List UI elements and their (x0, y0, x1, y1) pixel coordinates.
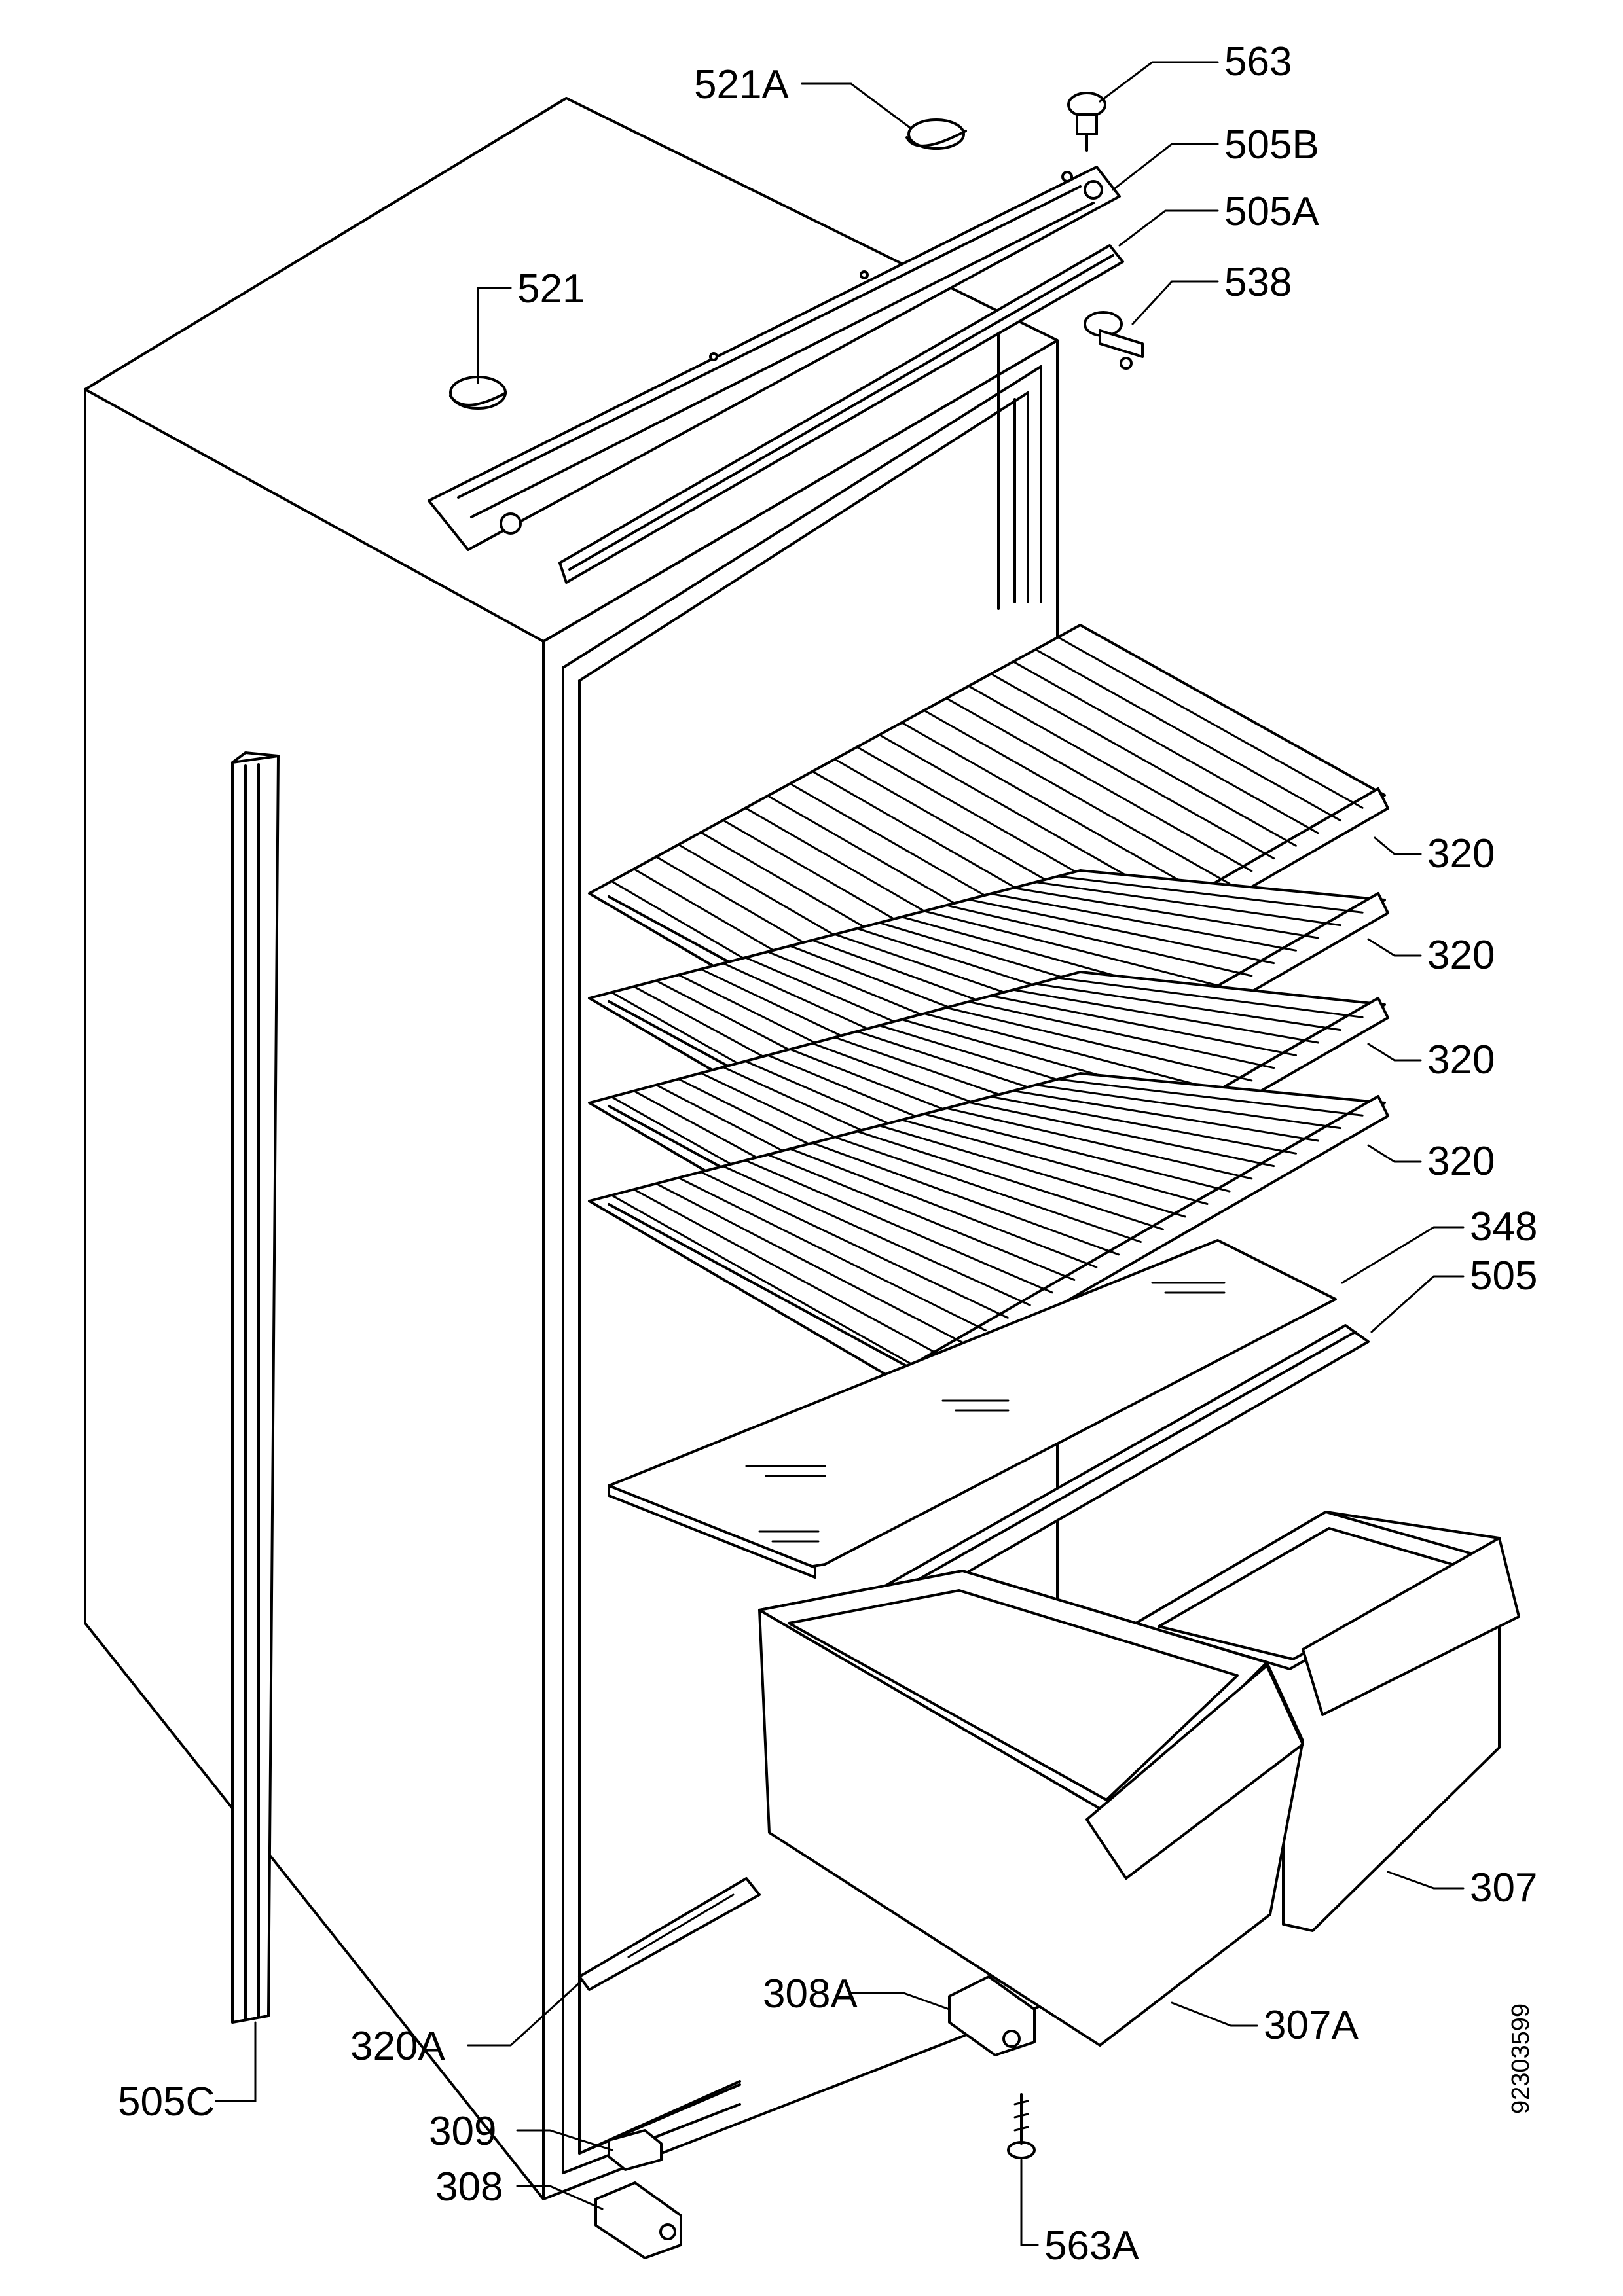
label-309: 309 (429, 2109, 496, 2154)
label-538: 538 (1224, 260, 1292, 305)
door-strip-505c (231, 751, 280, 2024)
bush-538 (1084, 311, 1144, 370)
crisper-307a (758, 1570, 1304, 2047)
label-320-4: 320 (1427, 1139, 1495, 1184)
glass-shelf-348 (608, 1239, 1337, 1579)
label-348: 348 (1470, 1204, 1537, 1249)
label-320-1: 320 (1427, 831, 1495, 876)
label-563a: 563A (1044, 2223, 1139, 2269)
pin-563 (1067, 92, 1106, 152)
crisper-307 (1135, 1511, 1520, 1932)
label-505b: 505B (1224, 122, 1319, 168)
label-308a: 308A (763, 1971, 858, 2017)
runner-320a (578, 1877, 761, 1991)
cap-521a (905, 118, 967, 150)
cap-521 (449, 376, 507, 410)
label-505c: 505C (118, 2079, 215, 2125)
label-521: 521 (517, 266, 585, 312)
label-320a: 320A (350, 2024, 445, 2069)
trim-505a (558, 244, 1124, 584)
label-505a: 505A (1224, 189, 1319, 234)
bracket-308a (948, 1975, 1036, 2056)
screw-563a (1007, 2093, 1036, 2159)
label-505: 505 (1470, 1253, 1537, 1299)
leader-lines (215, 61, 1465, 2246)
document-number: 92303599 (1507, 2003, 1535, 2114)
cap-309 (608, 2129, 663, 2171)
label-320-3: 320 (1427, 1037, 1495, 1083)
part-labels: 521A 563 505B 505A 538 521 320 320 320 3… (118, 39, 1537, 2269)
label-307a: 307A (1264, 2003, 1359, 2048)
label-320-2: 320 (1427, 933, 1495, 978)
label-563: 563 (1224, 39, 1292, 84)
label-521a: 521A (694, 62, 789, 107)
label-308: 308 (435, 2164, 503, 2210)
hinge-plate-505b (428, 166, 1121, 551)
label-307: 307 (1470, 1865, 1537, 1910)
bracket-308 (594, 2181, 682, 2259)
